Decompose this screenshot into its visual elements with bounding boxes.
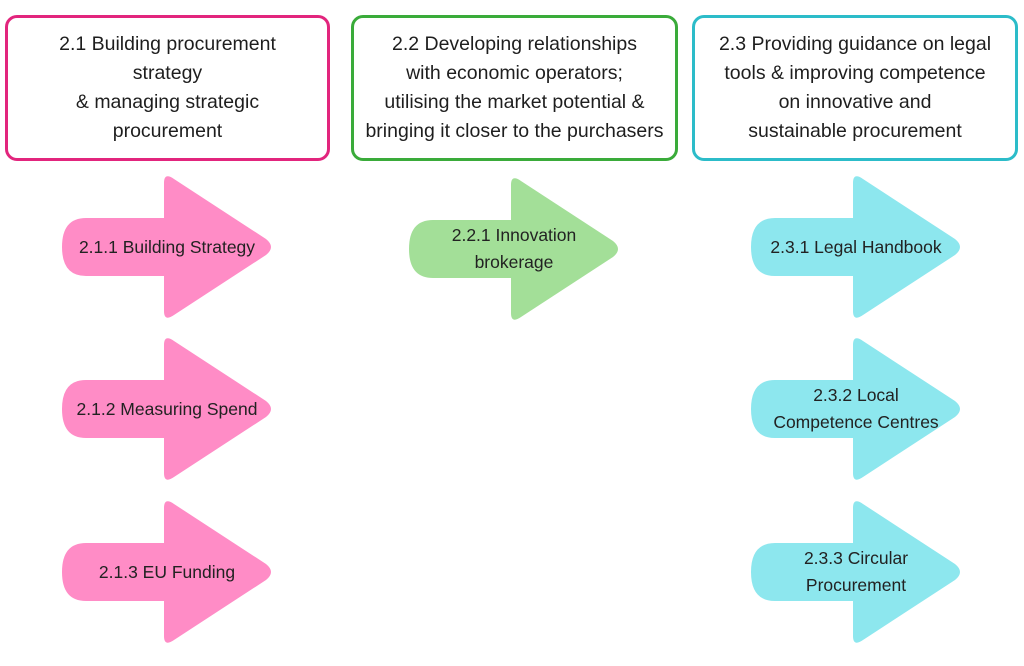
arrow-2-3-1: 2.3.1 Legal Handbook <box>751 171 961 323</box>
column-heading-2-3-text: 2.3 Providing guidance on legal tools & … <box>718 33 992 142</box>
arrow-shape <box>751 501 960 643</box>
arrow-2-3-2: 2.3.2 Local Competence Centres <box>751 333 961 485</box>
arrow-shape <box>62 501 271 643</box>
arrow-shape <box>751 176 960 318</box>
arrow-2-3-3: 2.3.3 Circular Procurement <box>751 496 961 648</box>
arrow-2-3-3-label: 2.3.3 Circular Procurement <box>803 548 909 595</box>
column-heading-2-3: 2.3 Providing guidance on legal tools & … <box>692 15 1018 161</box>
arrow-2-1-1-label: 2.1.1 Building Strategy <box>78 236 256 257</box>
arrow-2-1-2-label: 2.1.2 Measuring Spend <box>76 398 258 419</box>
column-heading-2-2: 2.2 Developing relationships with econom… <box>351 15 678 161</box>
arrow-shape <box>751 338 960 480</box>
column-heading-2-1-text: 2.1 Building procurement strategy & mana… <box>59 33 276 142</box>
arrow-2-2-1-label: 2.2.1 Innovation brokerage <box>451 225 577 272</box>
arrow-2-1-3: 2.1.3 EU Funding <box>62 496 272 648</box>
arrow-2-1-1: 2.1.1 Building Strategy <box>62 171 272 323</box>
arrow-2-3-1-label: 2.3.1 Legal Handbook <box>770 236 942 257</box>
arrow-shape <box>409 178 618 320</box>
arrow-2-1-2: 2.1.2 Measuring Spend <box>62 333 272 485</box>
arrow-2-1-3-label: 2.1.3 EU Funding <box>98 561 236 582</box>
column-heading-2-2-text: 2.2 Developing relationships with econom… <box>365 33 664 142</box>
arrow-2-3-2-label: 2.3.2 Local Competence Centres <box>773 385 939 432</box>
column-heading-2-1: 2.1 Building procurement strategy & mana… <box>5 15 330 161</box>
arrow-shape <box>62 176 271 318</box>
arrow-shape <box>62 338 271 480</box>
arrow-2-2-1: 2.2.1 Innovation brokerage <box>409 173 619 325</box>
